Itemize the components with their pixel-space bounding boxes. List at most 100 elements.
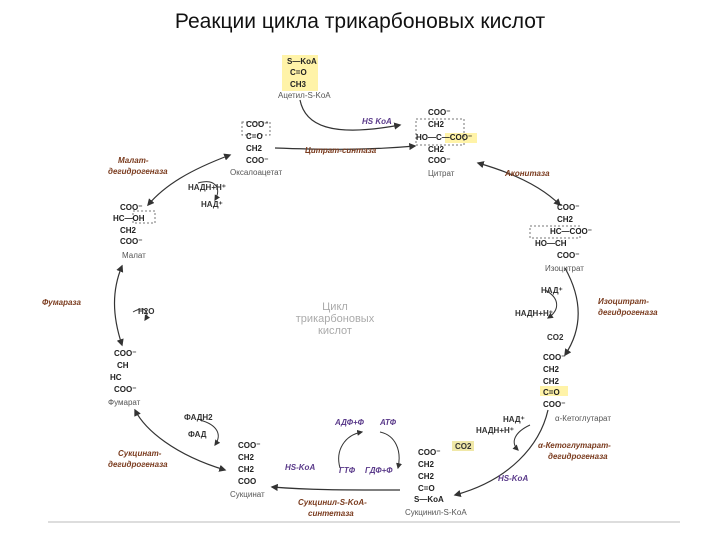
- oxaloacetate-f2: C=O: [246, 132, 263, 141]
- succinylcoa-f4: C=O: [418, 484, 435, 493]
- cofactor-nadh-akg: НАДН+Н⁺: [476, 426, 514, 435]
- enzyme-sdh-line2: дегидрогеназа: [108, 460, 168, 469]
- fumarate-name: Фумарат: [108, 398, 141, 407]
- arrow-sdh: [134, 408, 227, 472]
- ketoglutarate-highlight: [540, 386, 568, 396]
- cofactor-nadh-mdh: НАДН+Н⁺: [188, 183, 226, 192]
- enzyme-scs-line2: синтетаза: [308, 509, 354, 518]
- oxaloacetate-f3: CH2: [246, 144, 263, 153]
- succinylcoa-f5: S—KoA: [414, 495, 444, 504]
- arrow-icdh: [564, 267, 579, 357]
- citrate-f5: COO⁻: [428, 156, 450, 165]
- malate-box: [132, 210, 156, 224]
- enzyme-akgdh-line1: α-Кетоглутарат-: [538, 441, 611, 450]
- malate-f2: HC—OH: [113, 214, 145, 223]
- ketoglutarate-f5: COO⁻: [543, 400, 565, 409]
- arrow-acetyl-in: [299, 99, 402, 131]
- isocitrate-f2: CH2: [557, 215, 574, 224]
- oxaloacetate-name: Оксалоацетат: [230, 168, 282, 177]
- enzyme-icdh-line1: Изоцитрат-: [598, 297, 649, 306]
- enzyme-sdh-line1: Сукцинат-: [118, 449, 162, 458]
- oxaloacetate-f4: COO⁻: [246, 156, 268, 165]
- cofactor-co2-icdh: CO2: [547, 333, 564, 342]
- fumarate-f1: COO⁻: [114, 349, 136, 358]
- cofactor-co2-akg: CO2: [455, 442, 472, 451]
- center-label-line2: трикарбоновых: [296, 313, 375, 325]
- succinylcoa-name: Сукцинил-S-KoA: [405, 508, 467, 517]
- cofactor-atp: АТФ: [379, 418, 397, 427]
- cofactor-hs-koa-top: HS KoA: [362, 117, 392, 126]
- cofactor-nad-mdh: НАД⁺: [201, 200, 223, 209]
- cofactor-nad-icdh: НАД⁺: [541, 286, 563, 295]
- cofactor-fadh2: ФАДН2: [184, 413, 213, 422]
- fumarate-f2: CH: [117, 361, 129, 370]
- ketoglutarate-f2: CH2: [543, 365, 560, 374]
- citrate-f4: CH2: [428, 145, 445, 154]
- arc-fumarase: [132, 308, 151, 322]
- succinylcoa-f2: CH2: [418, 460, 435, 469]
- succinylcoa-f1: COO⁻: [418, 448, 440, 457]
- succinate-f2: CH2: [238, 453, 255, 462]
- citrate-box: [415, 118, 465, 146]
- citrate-f2: CH2: [428, 120, 445, 129]
- isocitrate-f1: COO⁻: [557, 203, 579, 212]
- acetyl-highlight: [282, 55, 318, 91]
- arc-icdh: [544, 289, 558, 319]
- succinate-name: Сукцинат: [230, 490, 265, 499]
- enzyme-mdh-line2: дегидрогеназа: [108, 167, 168, 176]
- ketoglutarate-f1: COO⁻: [543, 353, 565, 362]
- malate-f3: CH2: [120, 226, 137, 235]
- arrow-mdh: [147, 153, 232, 207]
- citrate-f3: HO—C—COO⁻: [416, 133, 472, 142]
- isocitrate-box: [529, 225, 581, 239]
- cofactor-gtp: ГТФ: [339, 466, 356, 475]
- enzyme-fumarase: Фумараза: [42, 298, 81, 307]
- enzyme-citrate-synthase: Цитрат-синтаза: [305, 146, 377, 155]
- isocitrate-f3: HC—COO⁻: [550, 227, 592, 236]
- malate-name: Малат: [122, 251, 146, 260]
- enzyme-aconitase: Аконитаза: [504, 169, 550, 178]
- succinylcoa-f3: CH2: [418, 472, 435, 481]
- cofactor-nadh-icdh: НАДН+Н⁺: [515, 309, 553, 318]
- arrow-oaa-to-citrate: [274, 142, 417, 151]
- center-label-line3: кислот: [318, 325, 352, 337]
- fumarate-f3: HC: [110, 373, 122, 382]
- acetyl-f2: C=O: [290, 68, 307, 77]
- isocitrate-f5: COO⁻: [557, 251, 579, 260]
- acetyl-f3: CH3: [290, 80, 307, 89]
- arc-akgdh: [512, 424, 531, 451]
- malate-f4: COO⁻: [120, 237, 142, 246]
- isocitrate-name: Изоцитрат: [545, 264, 584, 273]
- cofactor-gdp: ГДФ+Ф: [365, 466, 393, 475]
- co2-highlight: [452, 441, 474, 451]
- citrate-highlight: [445, 133, 477, 143]
- arrow-akgdh: [453, 409, 549, 497]
- succinate-f1: COO⁻: [238, 441, 260, 450]
- cofactor-fad: ФАД: [188, 430, 207, 439]
- arrow-fumarase: [113, 264, 124, 347]
- succinate-f4: COO: [238, 477, 256, 486]
- enzyme-scs-line1: Сукцинил-S-KoA-: [298, 498, 367, 507]
- cofactor-h2o: H2O: [138, 307, 154, 316]
- cofactor-hs-koa-akg: HS-KoA: [498, 474, 528, 483]
- citrate-f1: COO⁻: [428, 108, 450, 117]
- center-label-line1: Цикл: [322, 301, 348, 313]
- ketoglutarate-f3: CH2: [543, 377, 560, 386]
- enzyme-icdh-line2: дегидрогеназа: [598, 308, 658, 317]
- arc-scs-left: [338, 429, 364, 469]
- acetyl-f1: S—KoA: [287, 57, 317, 66]
- acetyl-name: Ацетил-S-KoA: [278, 91, 331, 100]
- arrow-aconitase: [476, 161, 562, 207]
- slide-title: Реакции цикла трикарбоновых кислот: [174, 10, 546, 33]
- arc-mdh: [197, 181, 221, 202]
- enzyme-mdh-line1: Малат-: [118, 156, 149, 165]
- fumarate-f4: COO⁻: [114, 385, 136, 394]
- ketoglutarate-f4: C=O: [543, 388, 560, 397]
- arc-scs-right: [379, 431, 402, 470]
- enzyme-akgdh-line2: дегидрогеназа: [548, 452, 608, 461]
- oxaloacetate-f1: COO⁻: [246, 120, 268, 129]
- succinate-f3: CH2: [238, 465, 255, 474]
- arrow-scs: [270, 483, 401, 492]
